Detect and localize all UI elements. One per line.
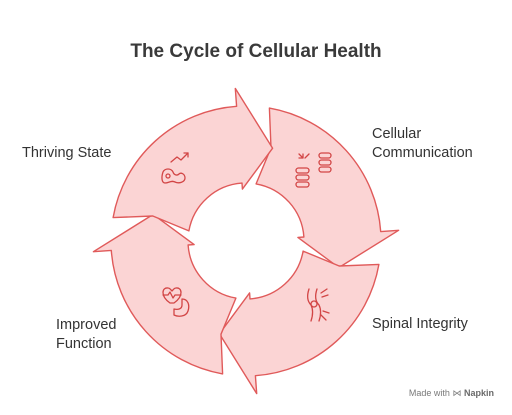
stage-label-thriving-state: Thriving State [22,145,112,161]
heart-muscle-icon [162,287,190,317]
stage-label-spinal-integrity: Spinal Integrity [372,316,468,332]
growth-trend-icon [161,152,189,184]
watermark-prefix: Made with [408,388,450,398]
segment-cellular-communication [255,107,400,269]
napkin-logo-icon: ⋈ [452,388,462,398]
watermark: Made with ⋈ Napkin [409,388,494,399]
segment-thriving-state [112,87,274,232]
stage-label-cellular-communication: Cellular Communication [372,126,473,161]
spine-joint-icon [307,288,330,322]
stage-label-improved-function: Improved Function [56,317,117,352]
watermark-brand: Napkin [463,388,494,398]
signal-cells-icon [295,152,332,188]
segment-spinal-integrity [218,250,380,395]
segment-improved-function [92,213,237,375]
diagram-title: The Cycle of Cellular Health [130,41,382,62]
